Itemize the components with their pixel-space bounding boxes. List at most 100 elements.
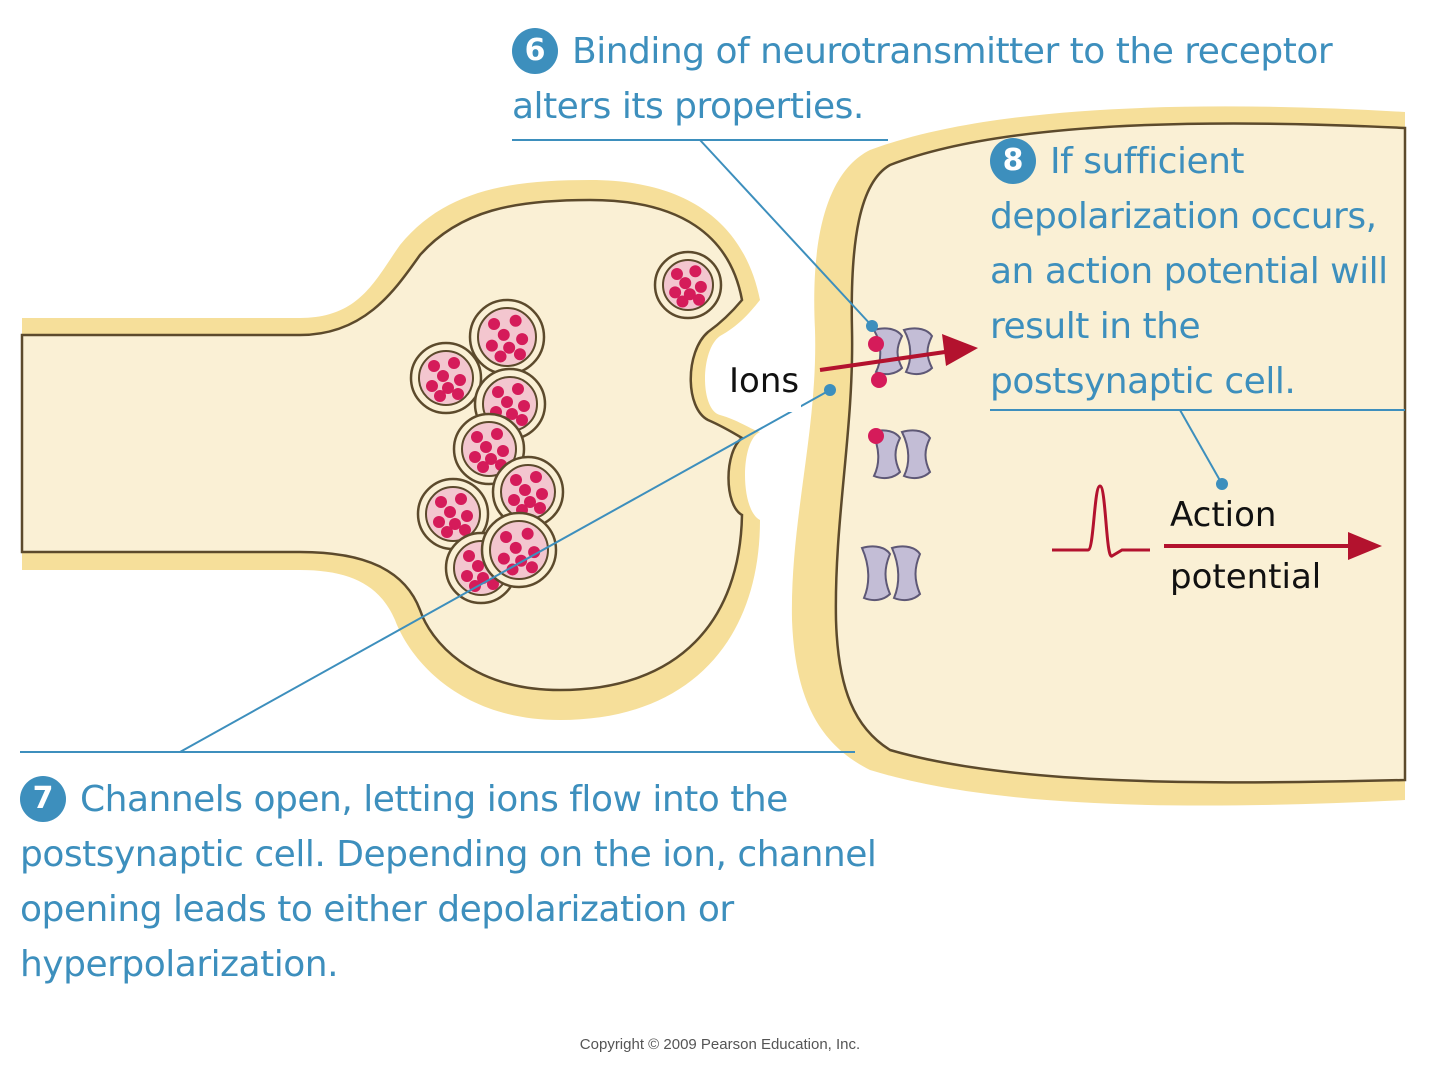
neurotransmitter-molecule — [454, 374, 466, 386]
neurotransmitter-molecule — [494, 350, 507, 363]
neurotransmitter-molecule — [536, 488, 548, 500]
ions-label: Ions — [727, 350, 802, 412]
neurotransmitter-molecule — [434, 390, 446, 402]
synaptic-vesicles — [409, 250, 723, 605]
neurotransmitter-molecule — [437, 370, 449, 382]
copyright-notice: Copyright © 2009 Pearson Education, Inc. — [579, 1036, 861, 1053]
neurotransmitter-molecule — [501, 396, 513, 408]
step-8-text: If sufficient depolarization occurs, an … — [990, 141, 1388, 402]
postsynaptic-cytoplasm — [834, 122, 1407, 784]
presynaptic-cytoplasm — [20, 198, 745, 692]
neurotransmitter-molecule — [428, 360, 440, 372]
action-potential-label: Action potential — [1170, 495, 1322, 597]
receptor-channel — [860, 545, 922, 602]
neurotransmitter-molecule — [516, 333, 529, 346]
neurotransmitter-molecule — [452, 388, 464, 400]
neurotransmitter-molecule — [510, 474, 522, 486]
neurotransmitter-molecule — [513, 348, 526, 361]
neurotransmitter-molecule — [459, 524, 471, 536]
neurotransmitter-molecule — [689, 265, 702, 278]
neurotransmitter-molecule — [676, 295, 689, 308]
neurotransmitter-molecule — [433, 516, 445, 528]
callout-7-pointer — [824, 384, 836, 396]
synaptic-vesicle — [468, 298, 546, 376]
neurotransmitter-molecule — [487, 578, 499, 590]
bound-neurotransmitter — [871, 372, 887, 388]
neurotransmitter-molecule — [492, 386, 504, 398]
neurotransmitter-molecule — [530, 471, 542, 483]
neurotransmitter-molecule — [497, 328, 510, 341]
neurotransmitter-molecule — [485, 339, 498, 352]
neurotransmitter-molecule — [683, 288, 696, 301]
neurotransmitter-molecule — [469, 451, 481, 463]
neurotransmitter-molecule — [477, 461, 489, 473]
neurotransmitter-molecule — [694, 280, 707, 293]
neurotransmitter-molecule — [524, 496, 536, 508]
neurotransmitter-molecule — [491, 428, 503, 440]
neurotransmitter-molecule — [534, 502, 546, 514]
synaptic-vesicle — [409, 341, 483, 415]
ion-flow-arrow — [819, 334, 978, 372]
neurotransmitter-molecule — [509, 541, 522, 554]
neurotransmitter-molecule — [444, 506, 456, 518]
callout-6-pointer — [866, 320, 878, 332]
neurotransmitter-molecule — [509, 314, 522, 327]
neurotransmitter-molecule — [528, 546, 541, 559]
bound-neurotransmitter — [868, 428, 884, 444]
step-6-text: Binding of neurotransmitter to the recep… — [512, 31, 1333, 127]
callout-7-leader — [179, 389, 831, 753]
bound-neurotransmitter — [868, 336, 884, 352]
neurotransmitter-molecule — [503, 341, 516, 354]
neurotransmitter-molecule — [516, 414, 528, 426]
callout-8-leader — [1179, 409, 1223, 485]
neurotransmitter-molecule — [463, 550, 475, 562]
neurotransmitter-molecule — [435, 496, 447, 508]
neurotransmitter-molecule — [485, 453, 497, 465]
receptor-channel — [870, 429, 932, 480]
neurotransmitter-molecule — [693, 293, 706, 306]
neurotransmitter-molecule — [518, 400, 530, 412]
neurotransmitter-molecule — [519, 484, 531, 496]
step-7-text: Channels open, letting ions flow into th… — [20, 779, 877, 985]
neurotransmitter-molecule — [497, 552, 510, 565]
neurotransmitter-molecule — [455, 493, 467, 505]
neurotransmitter-molecule — [480, 441, 492, 453]
neurotransmitter-molecule — [461, 570, 473, 582]
neurotransmitter-molecule — [442, 382, 454, 394]
step-6-badge: 6 — [512, 28, 558, 74]
action-potential-spike-icon — [1052, 484, 1150, 558]
synaptic-vesicle — [480, 511, 558, 589]
postsynaptic-cell — [791, 106, 1407, 806]
neurotransmitter-molecule — [461, 510, 473, 522]
neurotransmitter-molecule — [441, 526, 453, 538]
neurotransmitter-molecule — [500, 531, 513, 544]
neurotransmitter-molecule — [471, 431, 483, 443]
neurotransmitter-molecule — [426, 380, 438, 392]
presynaptic-terminal — [20, 180, 760, 720]
synaptic-vesicle — [653, 250, 723, 320]
callout-6-leader — [699, 139, 873, 327]
action-potential-arrow — [1164, 532, 1382, 560]
neurotransmitter-molecule — [525, 561, 538, 574]
neurotransmitter-molecule — [497, 445, 509, 457]
neurotransmitter-molecule — [472, 560, 484, 572]
step-7-badge: 7 — [20, 776, 66, 822]
neurotransmitter-molecule — [669, 286, 682, 299]
step-8-badge: 8 — [990, 138, 1036, 184]
synaptic-vesicle — [416, 477, 490, 551]
neurotransmitter-molecule — [521, 527, 534, 540]
neurotransmitter-molecule — [488, 318, 501, 331]
neurotransmitter-molecule — [506, 408, 518, 420]
neurotransmitter-molecule — [512, 383, 524, 395]
neurotransmitter-molecule — [449, 518, 461, 530]
neurotransmitter-molecule — [670, 267, 683, 280]
neurotransmitter-molecule — [508, 494, 520, 506]
callout-8-pointer — [1216, 478, 1228, 490]
neurotransmitter-molecule — [448, 357, 460, 369]
neurotransmitter-molecule — [679, 277, 692, 290]
neurotransmitter-molecule — [506, 563, 519, 576]
